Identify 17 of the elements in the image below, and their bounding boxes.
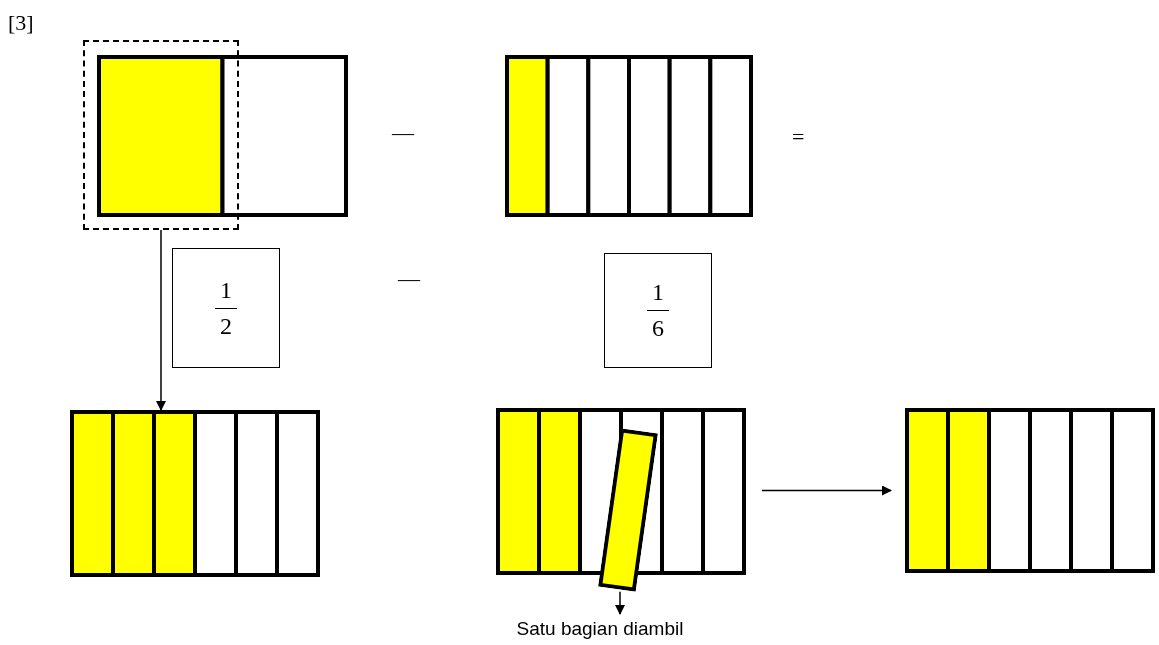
fraction-box — [604, 253, 712, 368]
fraction-denominator: 2 — [220, 312, 232, 340]
fraction-bar-drawing — [70, 410, 320, 577]
operator-sign: — — [398, 266, 420, 292]
arrow — [761, 485, 892, 496]
arrow — [156, 229, 166, 411]
fraction-denominator: 6 — [652, 315, 664, 342]
fraction-numerator: 1 — [220, 276, 232, 304]
fraction-numerator: 1 — [652, 279, 664, 306]
operator-sign: — — [392, 120, 414, 146]
operator-sign: = — [792, 124, 805, 150]
dashed-selection-box — [83, 40, 239, 230]
note-text: Satu bagian diambil — [470, 614, 730, 644]
fraction-box — [172, 248, 280, 368]
arrow — [615, 591, 625, 615]
fraction-bar-drawing — [905, 408, 1155, 573]
problem-number: [3] — [8, 10, 34, 36]
